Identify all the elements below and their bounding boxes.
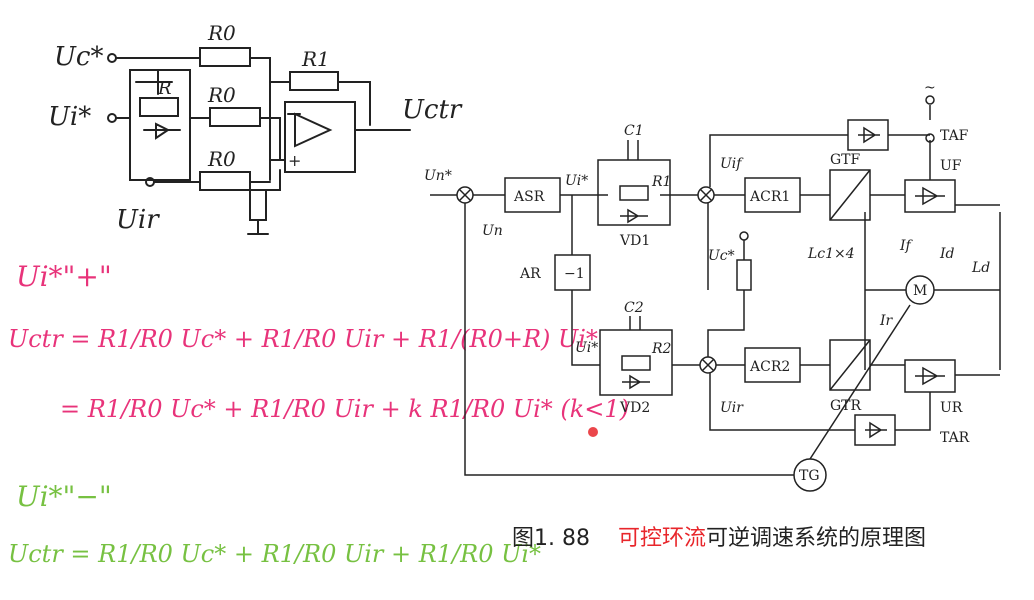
dg-c1: C1 <box>624 123 644 139</box>
sketch-ui-label: Ui* <box>48 102 91 132</box>
dg-un: Un <box>482 223 503 239</box>
dg-taf: TAF <box>940 128 969 144</box>
green-case-label: Ui*"−" <box>16 480 112 513</box>
block-diagram: Un* Un ASR Ui* AR −1 C1 R1 VD1 C2 R2 VD2… <box>424 80 1001 492</box>
sketch-r1: R1 <box>301 47 330 71</box>
dg-uir: Uir <box>720 400 744 416</box>
dg-ur: UR <box>940 400 963 416</box>
sketch-uctr-label: Uctr <box>402 95 463 125</box>
dg-ir: Ir <box>879 313 894 329</box>
dg-ar: AR <box>519 266 541 282</box>
caption-highlight: 可控环流 <box>617 526 706 551</box>
dg-acr2: ACR2 <box>749 359 790 375</box>
dg-asr: ASR <box>513 189 545 205</box>
dg-uc-star: Uc* <box>708 248 735 264</box>
sketch-r: R <box>157 78 172 99</box>
sketch-uc-label: Uc* <box>54 42 103 72</box>
dg-r1: R1 <box>651 174 671 190</box>
handdrawn-sketch: + Uc* Ui* Uir Uctr R0 R R0 R0 R1 <box>48 21 463 235</box>
dg-r2: R2 <box>651 341 672 357</box>
dg-minus-one: −1 <box>564 266 585 282</box>
caption-number: 图1. 88 <box>512 526 590 551</box>
dg-if: If <box>899 238 914 254</box>
sketch-r0-top: R0 <box>207 21 236 45</box>
dg-ld: Ld <box>971 260 990 276</box>
dg-tg: TG <box>799 468 820 484</box>
dg-un-star: Un* <box>424 168 452 184</box>
dg-gtr: GTR <box>830 398 862 414</box>
green-equation-1: Uctr = R1/R0 Uc* + R1/R0 Uir + R1/R0 Ui* <box>8 540 542 568</box>
dg-lc1: Lc1×4 <box>807 246 855 262</box>
red-pointer-dot <box>588 427 598 437</box>
dg-ui-bar: Ui* <box>575 340 598 356</box>
dg-gtf: GTF <box>830 152 861 168</box>
dg-c2: C2 <box>624 300 644 316</box>
caption-rest: 可逆调速系统的原理图 <box>705 526 926 551</box>
pink-equation-2: = R1/R0 Uc* + R1/R0 Uir + k R1/R0 Ui* (k… <box>60 395 630 423</box>
pink-case-label: Ui*"+" <box>16 260 112 293</box>
dg-tar: TAR <box>940 430 970 446</box>
dg-uif: Uif <box>720 156 744 172</box>
dg-m: M <box>913 283 927 299</box>
svg-text:+: + <box>288 151 301 170</box>
pink-equation-1: Uctr = R1/R0 Uc* + R1/R0 Uir + R1/(R0+R)… <box>8 325 598 353</box>
dg-tilde: ~ <box>924 80 936 96</box>
sketch-r0-mid: R0 <box>207 83 236 107</box>
dg-ui-star: Ui* <box>565 173 588 189</box>
dg-vd2: VD2 <box>619 400 650 416</box>
dg-id: Id <box>939 246 955 262</box>
figure-caption: 图1. 88 可控环流可逆调速系统的原理图 <box>512 520 926 552</box>
sketch-r0-bot: R0 <box>207 147 236 171</box>
sketch-uir-label: Uir <box>116 205 160 235</box>
dg-uf: UF <box>940 158 962 174</box>
dg-acr1: ACR1 <box>749 189 790 205</box>
dg-vd1: VD1 <box>619 233 650 249</box>
